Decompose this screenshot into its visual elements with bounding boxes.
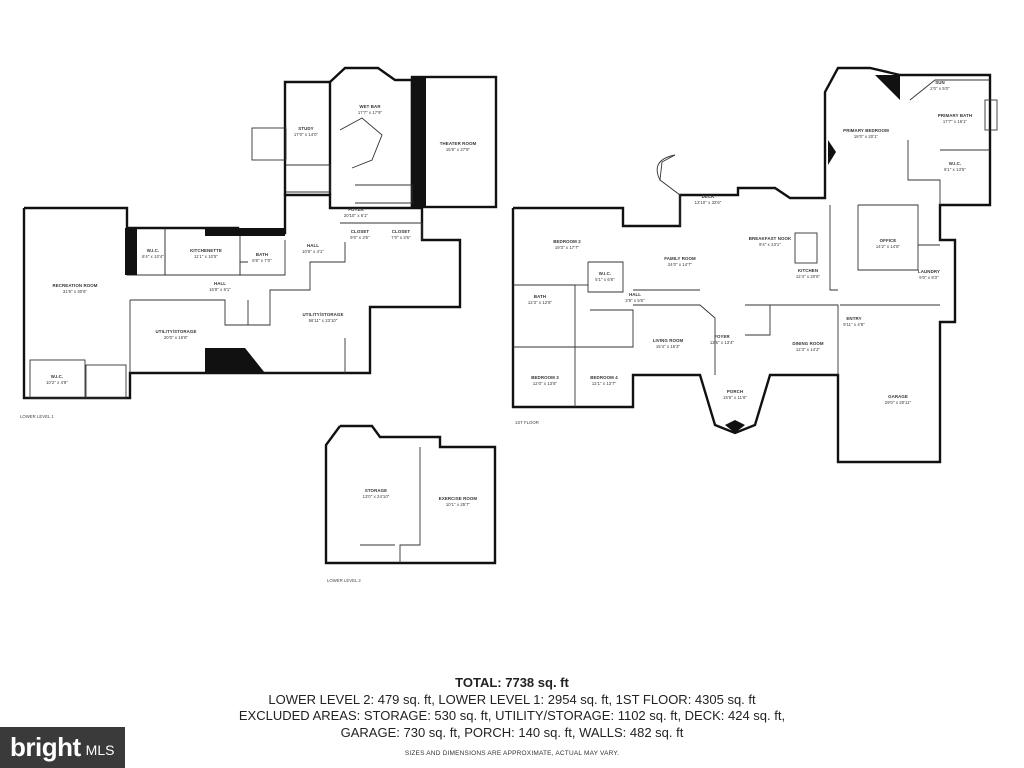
svg-text:15'5" x 11'8": 15'5" x 11'8" [723, 395, 747, 400]
svg-text:29'0" x 30'11": 29'0" x 30'11" [885, 400, 912, 405]
bright-mls-logo: bright MLS [0, 727, 125, 768]
lower-level-2-label: LOWER LEVEL 2 [327, 578, 361, 583]
svg-text:9'0" x 3'6": 9'0" x 3'6" [350, 235, 370, 240]
svg-text:12'0" x 13'8": 12'0" x 13'8" [533, 381, 558, 386]
first-floor-label: 1ST FLOOR [515, 420, 539, 425]
svg-text:11'1" x 10'5": 11'1" x 10'5" [194, 254, 218, 259]
svg-text:56'11" x 23'10": 56'11" x 23'10" [309, 318, 338, 323]
svg-text:9'0" x 8'3": 9'0" x 8'3" [919, 275, 939, 280]
room-recreation-room: RECREATION ROOM [52, 283, 97, 288]
svg-text:18'0" x 20'1": 18'0" x 20'1" [854, 134, 879, 139]
room-wic-b2: W.I.C. [599, 271, 612, 276]
svg-text:12'3" x 14'2": 12'3" x 14'2" [796, 347, 821, 352]
svg-text:5'1" x 6'8": 5'1" x 6'8" [595, 277, 615, 282]
svg-text:6'1" x 13'5": 6'1" x 13'5" [944, 167, 966, 172]
room-sun: SUN [935, 80, 945, 85]
room-dining: DINING ROOM [792, 341, 824, 346]
room-utility-storage-2: UTILITY/STORAGE [303, 312, 344, 317]
svg-text:12'5" x 13'4": 12'5" x 13'4" [710, 340, 735, 345]
room-living: LIVING ROOM [653, 338, 684, 343]
lower-level-1-label: LOWER LEVEL 1 [20, 414, 54, 419]
room-primary-bedroom: PRIMARY BEDROOM [843, 128, 889, 133]
room-exercise: EXERCISE ROOM [439, 496, 478, 501]
room-bedroom-4: BEDROOM 4 [590, 375, 618, 380]
svg-text:12'3" x 12'8": 12'3" x 12'8" [528, 300, 553, 305]
room-bedroom-3: BEDROOM 3 [531, 375, 559, 380]
room-bedroom-2: BEDROOM 2 [553, 239, 581, 244]
svg-text:3'8" x 5'6": 3'8" x 5'6" [625, 298, 645, 303]
svg-text:20'0" x 15'8": 20'0" x 15'8" [164, 335, 189, 340]
svg-text:10'2" x 4'9": 10'2" x 4'9" [46, 380, 68, 385]
svg-text:20'10" x 6'1": 20'10" x 6'1" [344, 213, 369, 218]
room-foyer: FOYER [348, 207, 364, 212]
room-entry: ENTRY [846, 316, 861, 321]
logo-brand: bright [10, 732, 81, 762]
room-laundry: LAUNDRY [918, 269, 940, 274]
room-utility-storage: UTILITY/STORAGE [156, 329, 197, 334]
svg-text:15'4" x 15'3": 15'4" x 15'3" [656, 344, 681, 349]
svg-text:12'4" x 20'6": 12'4" x 20'6" [796, 274, 821, 279]
room-porch: PORCH [727, 389, 743, 394]
room-storage: STORAGE [365, 488, 387, 493]
room-closet-2: CLOSET [392, 229, 411, 234]
svg-text:15'8" x 27'6": 15'8" x 27'6" [446, 147, 471, 152]
svg-text:14'2" x 14'8": 14'2" x 14'8" [876, 244, 901, 249]
svg-text:12'10" x 32'6": 12'10" x 32'6" [695, 200, 722, 205]
room-hall-2: HALL [307, 243, 319, 248]
disclaimer: SIZES AND DIMENSIONS ARE APPROXIMATE, AC… [404, 750, 620, 757]
area-summary: TOTAL: 7738 sq. ft LOWER LEVEL 2: 479 sq… [0, 675, 1024, 757]
room-hall-ff: HALL [629, 292, 641, 297]
room-wic-pb: W.I.C. [949, 161, 962, 166]
room-breakfast-nook: BREAKFAST NOOK [749, 236, 792, 241]
svg-text:7'0" x 3'6": 7'0" x 3'6" [391, 235, 411, 240]
room-office: OFFICE [880, 238, 897, 243]
svg-text:17'7" x 16'1": 17'7" x 16'1" [943, 119, 968, 124]
lower-level-2-walls [324, 424, 497, 565]
svg-text:2'0" x 5'0": 2'0" x 5'0" [930, 86, 950, 91]
level-areas: LOWER LEVEL 2: 479 sq. ft, LOWER LEVEL 1… [268, 691, 756, 707]
svg-text:10'6" x 4'1": 10'6" x 4'1" [302, 249, 324, 254]
svg-text:9'11" x 4'8": 9'11" x 4'8" [843, 322, 865, 327]
room-kitchen: KITCHEN [798, 268, 818, 273]
room-primary-bath: PRIMARY BATH [938, 113, 972, 118]
room-foyer-ff: FOYER [714, 334, 730, 339]
svg-text:10'1" x 25'7": 10'1" x 25'7" [446, 502, 471, 507]
excluded-areas: EXCLUDED AREAS: STORAGE: 530 sq. ft, UTI… [238, 708, 786, 723]
room-bath: BATH [256, 252, 268, 257]
svg-text:6'4" x 10'4": 6'4" x 10'4" [142, 254, 164, 259]
svg-text:17'7" x 17'9": 17'7" x 17'9" [358, 110, 383, 115]
room-theater: THEATER ROOM [440, 141, 477, 146]
svg-text:9'4" x 23'1": 9'4" x 23'1" [759, 242, 781, 247]
room-wet-bar: WET BAR [359, 104, 381, 109]
room-wic-2: W.I.C. [51, 374, 64, 379]
svg-text:24'0" x 14'7": 24'0" x 14'7" [668, 262, 693, 267]
svg-text:13'0" x 24'10": 13'0" x 24'10" [363, 494, 390, 499]
svg-text:8'6" x 7'0": 8'6" x 7'0" [252, 258, 272, 263]
first-floor-plan: BEDROOM 2 19'3" x 17'7" W.I.C. 5'1" x 6'… [511, 66, 998, 464]
room-wic: W.I.C. [147, 248, 160, 253]
svg-text:31'6" x 30'6": 31'6" x 30'6" [63, 289, 88, 294]
room-bath-b2: BATH [534, 294, 546, 299]
room-closet-1: CLOSET [351, 229, 370, 234]
svg-text:17'0" x 14'0": 17'0" x 14'0" [294, 132, 319, 137]
room-deck: DECK [702, 194, 716, 199]
room-study: STUDY [298, 126, 313, 131]
room-kitchenette: KITCHENETTE [190, 248, 222, 253]
lower-level-2-plan: STORAGE 13'0" x 24'10" EXERCISE ROOM 10'… [324, 424, 497, 583]
svg-text:12'1" x 13'7": 12'1" x 13'7" [592, 381, 617, 386]
room-hall-1: HALL [214, 281, 226, 286]
excluded-areas-continued: GARAGE: 730 sq. ft, PORCH: 140 sq. ft, W… [340, 724, 684, 740]
total-area: TOTAL: 7738 sq. ft [455, 675, 569, 690]
room-family: FAMILY ROOM [664, 256, 696, 261]
svg-text:19'3" x 17'7": 19'3" x 17'7" [555, 245, 580, 250]
logo-suffix: MLS [85, 741, 115, 758]
room-garage: GARAGE [888, 394, 908, 399]
lower-level-1-plan: RECREATION ROOM 31'6" x 30'6" W.I.C. 6'4… [20, 66, 498, 419]
svg-text:16'8" x 6'1": 16'8" x 6'1" [209, 287, 231, 292]
